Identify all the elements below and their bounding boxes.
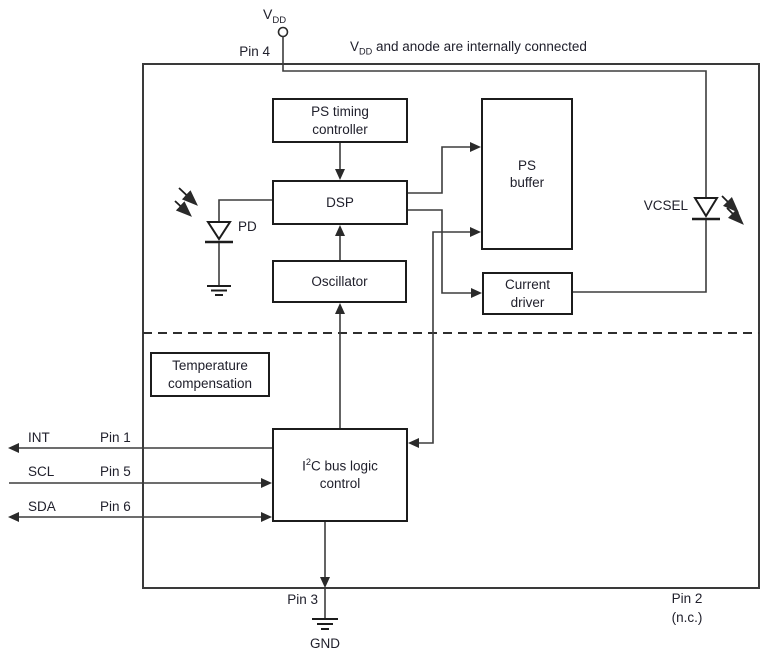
block-label: buffer [509,175,545,190]
block-label: Oscillator [311,273,368,289]
internally-connected-note: VDD and anode are internally connected [350,39,587,57]
block-label: controller [312,121,368,137]
pin2-nc-label: (n.c.) [671,610,703,625]
ground-symbol-icon [312,618,338,630]
vdd-terminal-label: VDD [263,6,287,26]
wire-pstiming-to-dsp [335,143,345,180]
vcsel-diode-icon [692,197,720,221]
vdd-terminal-icon [277,26,289,38]
wire-i2c-to-gnd [312,522,338,630]
arrowhead-left-icon [8,512,19,522]
wire-dsp-to-psbuffer-upper [408,142,481,194]
block-dsp: DSP [272,180,408,225]
block-i2c-bus-logic-control: I2C bus logic control [272,428,408,522]
block-ps-buffer: PS buffer [481,98,573,250]
arrowhead-right-icon [261,478,272,488]
block-label: PS [517,157,536,173]
arrowhead-up-icon [335,225,345,236]
block-label: compensation [167,375,253,391]
block-temperature-compensation: Temperature compensation [150,352,270,397]
vcsel-light-arrows-icon [721,195,744,225]
block-current-driver: Current driver [482,272,573,315]
sda-pin-number: Pin 6 [100,499,131,514]
wire-dsp-to-current-driver [408,209,482,298]
arrowhead-right-icon [261,512,272,522]
arrowhead-right-icon [470,142,481,152]
block-label: Temperature [172,358,248,374]
scl-pin-number: Pin 5 [100,464,131,479]
wire-psbuffer-i2c [408,227,481,448]
pin4-label: Pin 4 [239,44,270,59]
wire-current-driver-to-vcsel [573,220,707,293]
pin2-label: Pin 2 [671,591,703,606]
arrowhead-up-icon [335,303,345,314]
vcsel-label: VCSEL [643,198,688,213]
arrowhead-right-icon [471,288,482,298]
arrowhead-right-icon [470,227,481,237]
arrowhead-down-icon [320,577,330,588]
sda-pin-name: SDA [28,499,56,514]
block-label: PS timing [311,104,369,120]
wire-oscillator-to-dsp [335,225,345,260]
pd-diode-icon [205,221,233,244]
wire-i2c-to-oscillator [335,303,345,428]
block-label: I2C bus logic [302,457,378,474]
arrowhead-left-icon [8,443,19,453]
arrowhead-down-icon [335,169,345,180]
block-ps-timing-controller: PS timing controller [272,98,408,143]
arrowhead-left-icon [408,438,419,448]
scl-pin-name: SCL [28,464,55,479]
pd-light-arrows-icon [174,187,198,217]
block-label: control [319,476,361,492]
block-label: DSP [326,194,354,210]
block-oscillator: Oscillator [272,260,407,303]
int-pin-number: Pin 1 [100,430,131,445]
chip-boundary [142,63,760,589]
gnd-label: GND [310,636,340,651]
int-pin-name: INT [28,430,50,445]
pd-ground [207,243,231,296]
pin3-label: Pin 3 [287,592,318,607]
block-label: Current [504,277,550,293]
block-label: driver [510,294,545,310]
pd-label: PD [238,219,257,234]
